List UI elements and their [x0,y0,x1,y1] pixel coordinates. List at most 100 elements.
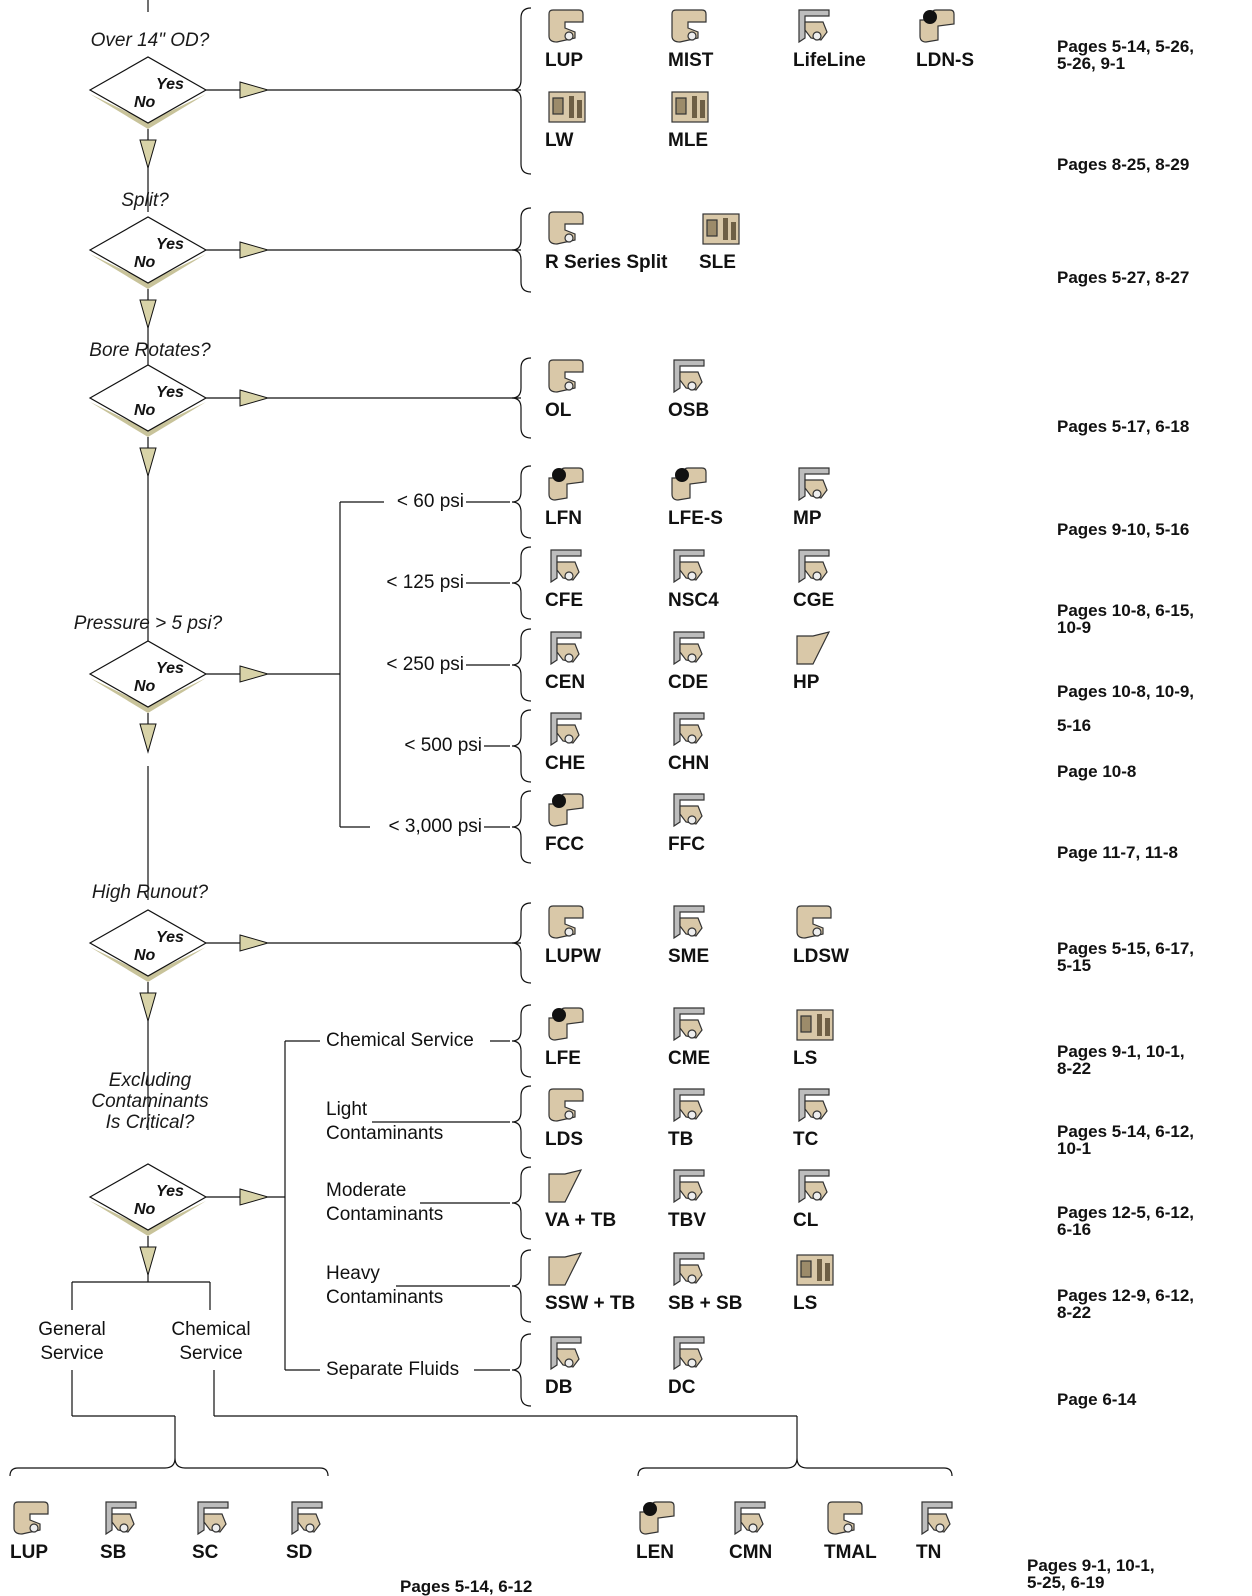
seal-nsc4-icon [668,548,712,586]
seal-label: CDE [668,672,709,693]
label-heavy-contaminants: Heavy Contaminants [326,1262,443,1310]
page-reference: Pages 5-15, 6-17,5-15 [1057,940,1247,974]
question-pressure: Pressure > 5 psi? [73,613,223,634]
page-reference-line: Pages 9-10, 5-16 [1057,520,1190,539]
page-reference: Pages 9-10, 5-16 [1057,521,1247,538]
page-reference-line: 8-22 [1057,1059,1092,1078]
seal-lds-icon [545,1087,589,1125]
question-high-runout: High Runout? [91,882,209,903]
label-line: Contaminants [326,1287,444,1308]
seal-b-tn-icon [916,1500,960,1538]
page-reference-line: Pages 10-8, 6-15, [1057,601,1195,620]
yes-label: Yes [156,1183,184,1200]
page-reference-line: Pages 9-1, 10-1, [1027,1556,1155,1575]
seal-label: CMN [729,1542,773,1563]
page-reference-line: Pages 5-14, 5-26, [1057,37,1195,56]
seal-ls2-icon [793,1251,837,1289]
page-reference-line: Pages 12-5, 6-12, [1057,1203,1195,1222]
seal-label: LEN [636,1542,674,1563]
page-reference: Pages 12-5, 6-12,6-16 [1057,1204,1247,1238]
seal-label: SB [100,1542,127,1563]
page-reference-line: 5-25, 6-19 [1027,1573,1105,1592]
no-label: No [134,947,156,964]
seal-label: LFN [545,508,582,529]
seal-label: CME [668,1048,711,1069]
seal-cl-icon [793,1168,837,1206]
arrow-down-icon [139,447,157,478]
question-line: Excluding [108,1070,192,1091]
seal-label: LS [793,1048,818,1069]
seal-label: DB [545,1377,573,1398]
page-reference-line: 10-9 [1057,618,1092,637]
label-line: Heavy [326,1263,380,1284]
seal-b-cmn-icon [729,1500,773,1538]
seal-lifeline-icon [793,8,837,46]
seal-ldsw-icon [793,904,837,942]
no-label: No [134,1201,156,1218]
seal-label: SME [668,946,710,967]
seal-lupw-icon [545,904,589,942]
seal-sswtb-icon [545,1251,589,1289]
seal-label: LDS [545,1129,583,1150]
page-reference-line: Pages 12-9, 6-12, [1057,1286,1195,1305]
seal-cge-icon [793,548,837,586]
page-reference-line [1057,700,1247,717]
seal-label: R Series Split [545,252,668,273]
seal-osb-icon [668,358,712,396]
seal-label: OSB [668,400,710,421]
page-reference-line: Pages 5-27, 8-27 [1057,268,1190,287]
seal-label: LUPW [545,946,601,967]
page-reference: Pages 10-8, 10-9,5-16 [1057,683,1247,734]
arrow-right-icon [239,389,270,407]
arrow-right-icon [239,1188,270,1206]
seal-b-sc-icon [192,1500,236,1538]
decision-diamond-pressure [88,640,208,708]
arrow-right-icon [239,934,270,952]
seal-lfe-icon [545,1006,589,1044]
seal-b-sb-icon [100,1500,144,1538]
page-reference-line: Page 11-7, 11-8 [1057,843,1178,862]
label-line: Contaminants [326,1123,444,1144]
seal-label: LDN-S [916,50,975,71]
arrow-down-icon [139,992,157,1023]
pressure-label-500: < 500 psi [404,735,482,756]
no-label: No [134,94,156,111]
seal-b-lup-icon [10,1500,54,1538]
seal-cfe-icon [545,548,589,586]
seal-label: CL [793,1210,819,1231]
page-reference: Pages 8-25, 8-29 [1057,156,1247,173]
no-label: No [134,402,156,419]
seal-label: MIST [668,50,714,71]
arrow-right-icon [239,241,270,259]
seal-rsplit-icon [545,210,589,248]
page-reference-line: 5-26, 9-1 [1057,54,1126,73]
label-bottom-chemical-service: Chemical Service [166,1318,256,1366]
seal-label: FCC [545,834,585,855]
question-line: Is Critical? [105,1112,195,1133]
seal-label: MP [793,508,822,529]
pressure-label-3000: < 3,000 psi [388,816,483,837]
seal-label: OL [545,400,572,421]
seal-label: SLE [699,252,736,273]
seal-mp-icon [793,466,837,504]
seal-tbv-icon [668,1168,712,1206]
seal-label: CFE [545,590,583,611]
page-reference-line: Pages 5-14, 6-12 [400,1577,533,1596]
seal-che-icon [545,711,589,749]
label-chemical-service: Chemical Service [326,1030,474,1051]
yes-label: Yes [156,76,184,93]
page-reference: Page 11-7, 11-8 [1057,844,1247,861]
decision-diamond-bore-rotates [88,364,208,432]
label-line: Contaminants [326,1204,444,1225]
page-reference: Page 6-14 [1057,1391,1247,1408]
seal-label: TB [668,1129,694,1150]
page-reference-line: 6-16 [1057,1220,1092,1239]
seal-hp-icon [793,630,837,668]
seal-b-len-icon [636,1500,680,1538]
pressure-label-250: < 250 psi [386,654,464,675]
question-excluding-contaminants: Excluding Contaminants Is Critical? [70,1070,230,1133]
page-reference-line: 5-16 [1057,716,1092,735]
seal-label: FFC [668,834,705,855]
page-reference-line: Page 10-8 [1057,762,1137,781]
